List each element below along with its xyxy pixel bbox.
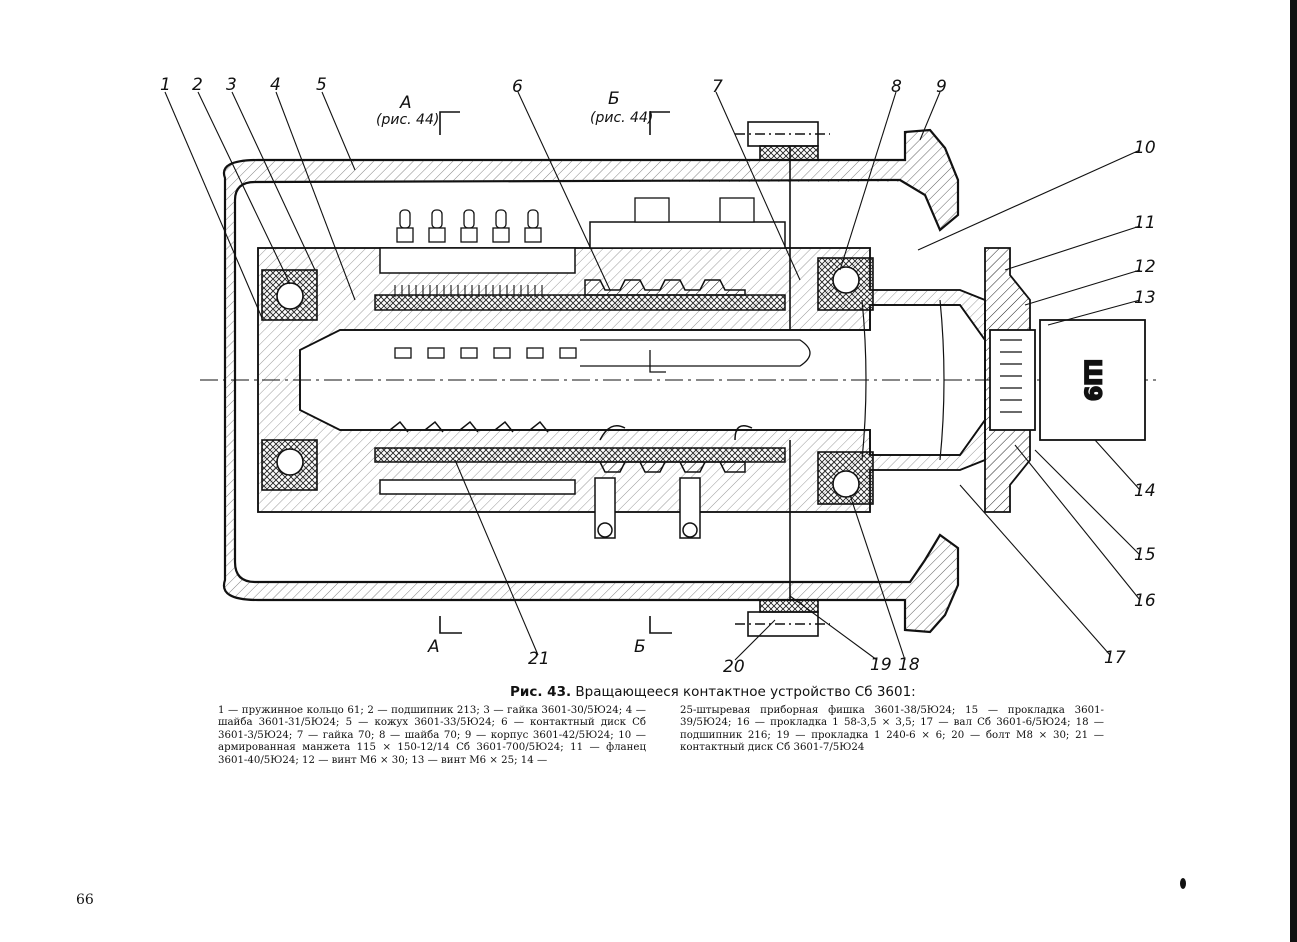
section-markers [439, 111, 672, 634]
part-label-15: 15 [1134, 545, 1156, 565]
part-label-7: 7 [712, 77, 723, 97]
figure-number: Рис. 43. [510, 684, 572, 700]
figure-title: Вращающееся контактное устройство Сб 360… [575, 684, 916, 700]
inner-slots [394, 339, 811, 373]
mounting-bolts [735, 121, 830, 637]
legend-right-column: 25-штыревая приборная фишка 3601-38/5Ю24… [680, 705, 1104, 755]
part-label-18: 18 [898, 655, 920, 675]
legend-left-text: 1 — пружинное кольцо 61; 2 — подшипник 2… [218, 705, 646, 766]
part-label-19: 19 [870, 655, 892, 675]
brush-contacts-top [394, 285, 543, 297]
part-label-5: 5 [316, 75, 327, 95]
part-label-10: 10 [1134, 138, 1156, 158]
section-b-top: Б [608, 89, 620, 109]
bearing-left [261, 269, 318, 491]
legend-right-text: 25-штыревая приборная фишка 3601-38/5Ю24… [680, 705, 1104, 754]
part-label-3: 3 [226, 75, 237, 95]
part-label-17: 17 [1104, 648, 1126, 668]
plug-marking: Ш9 [1079, 359, 1104, 402]
section-a-top: А [399, 93, 412, 113]
part-label-2: 2 [192, 75, 203, 95]
flange-and-plug: Ш9 [984, 247, 1146, 513]
part-label-12: 12 [1134, 257, 1156, 277]
part-label-21: 21 [528, 649, 550, 669]
contact-disk-top [374, 221, 786, 311]
part-label-13: 13 [1134, 288, 1156, 308]
part-label-11: 11 [1134, 213, 1156, 233]
legend-left-column: 1 — пружинное кольцо 61; 2 — подшипник 2… [218, 705, 646, 767]
part-label-9: 9 [936, 77, 947, 97]
section-b-bottom: Б [634, 637, 646, 657]
part-label-1: 1 [160, 75, 171, 95]
scan-edge [1290, 0, 1297, 942]
bearing-right [817, 257, 874, 505]
figure-caption: Рис. 43. Вращающееся контактное устройст… [510, 684, 930, 700]
part-label-6: 6 [512, 77, 523, 97]
outer-housing-hatch [223, 130, 958, 632]
leader-lines [164, 91, 1141, 661]
ink-speck [1180, 878, 1186, 889]
part-label-8: 8 [891, 77, 902, 97]
page-number: 66 [76, 892, 94, 908]
part-label-20: 20 [723, 657, 745, 677]
part-label-16: 16 [1134, 591, 1156, 611]
section-b-ref: (рис. 44) [590, 110, 653, 126]
indicator-lamps [396, 197, 755, 243]
part-labels: 1 2 3 4 5 6 7 8 9 10 11 12 13 14 15 16 1… [160, 75, 1156, 677]
section-labels: А (рис. 44) Б (рис. 44) А Б [376, 89, 653, 657]
part-label-14: 14 [1134, 481, 1156, 501]
part-label-4: 4 [270, 75, 281, 95]
contact-disk-bottom [374, 420, 786, 539]
section-a-ref: (рис. 44) [376, 112, 439, 128]
section-a-bottom: А [427, 637, 440, 657]
